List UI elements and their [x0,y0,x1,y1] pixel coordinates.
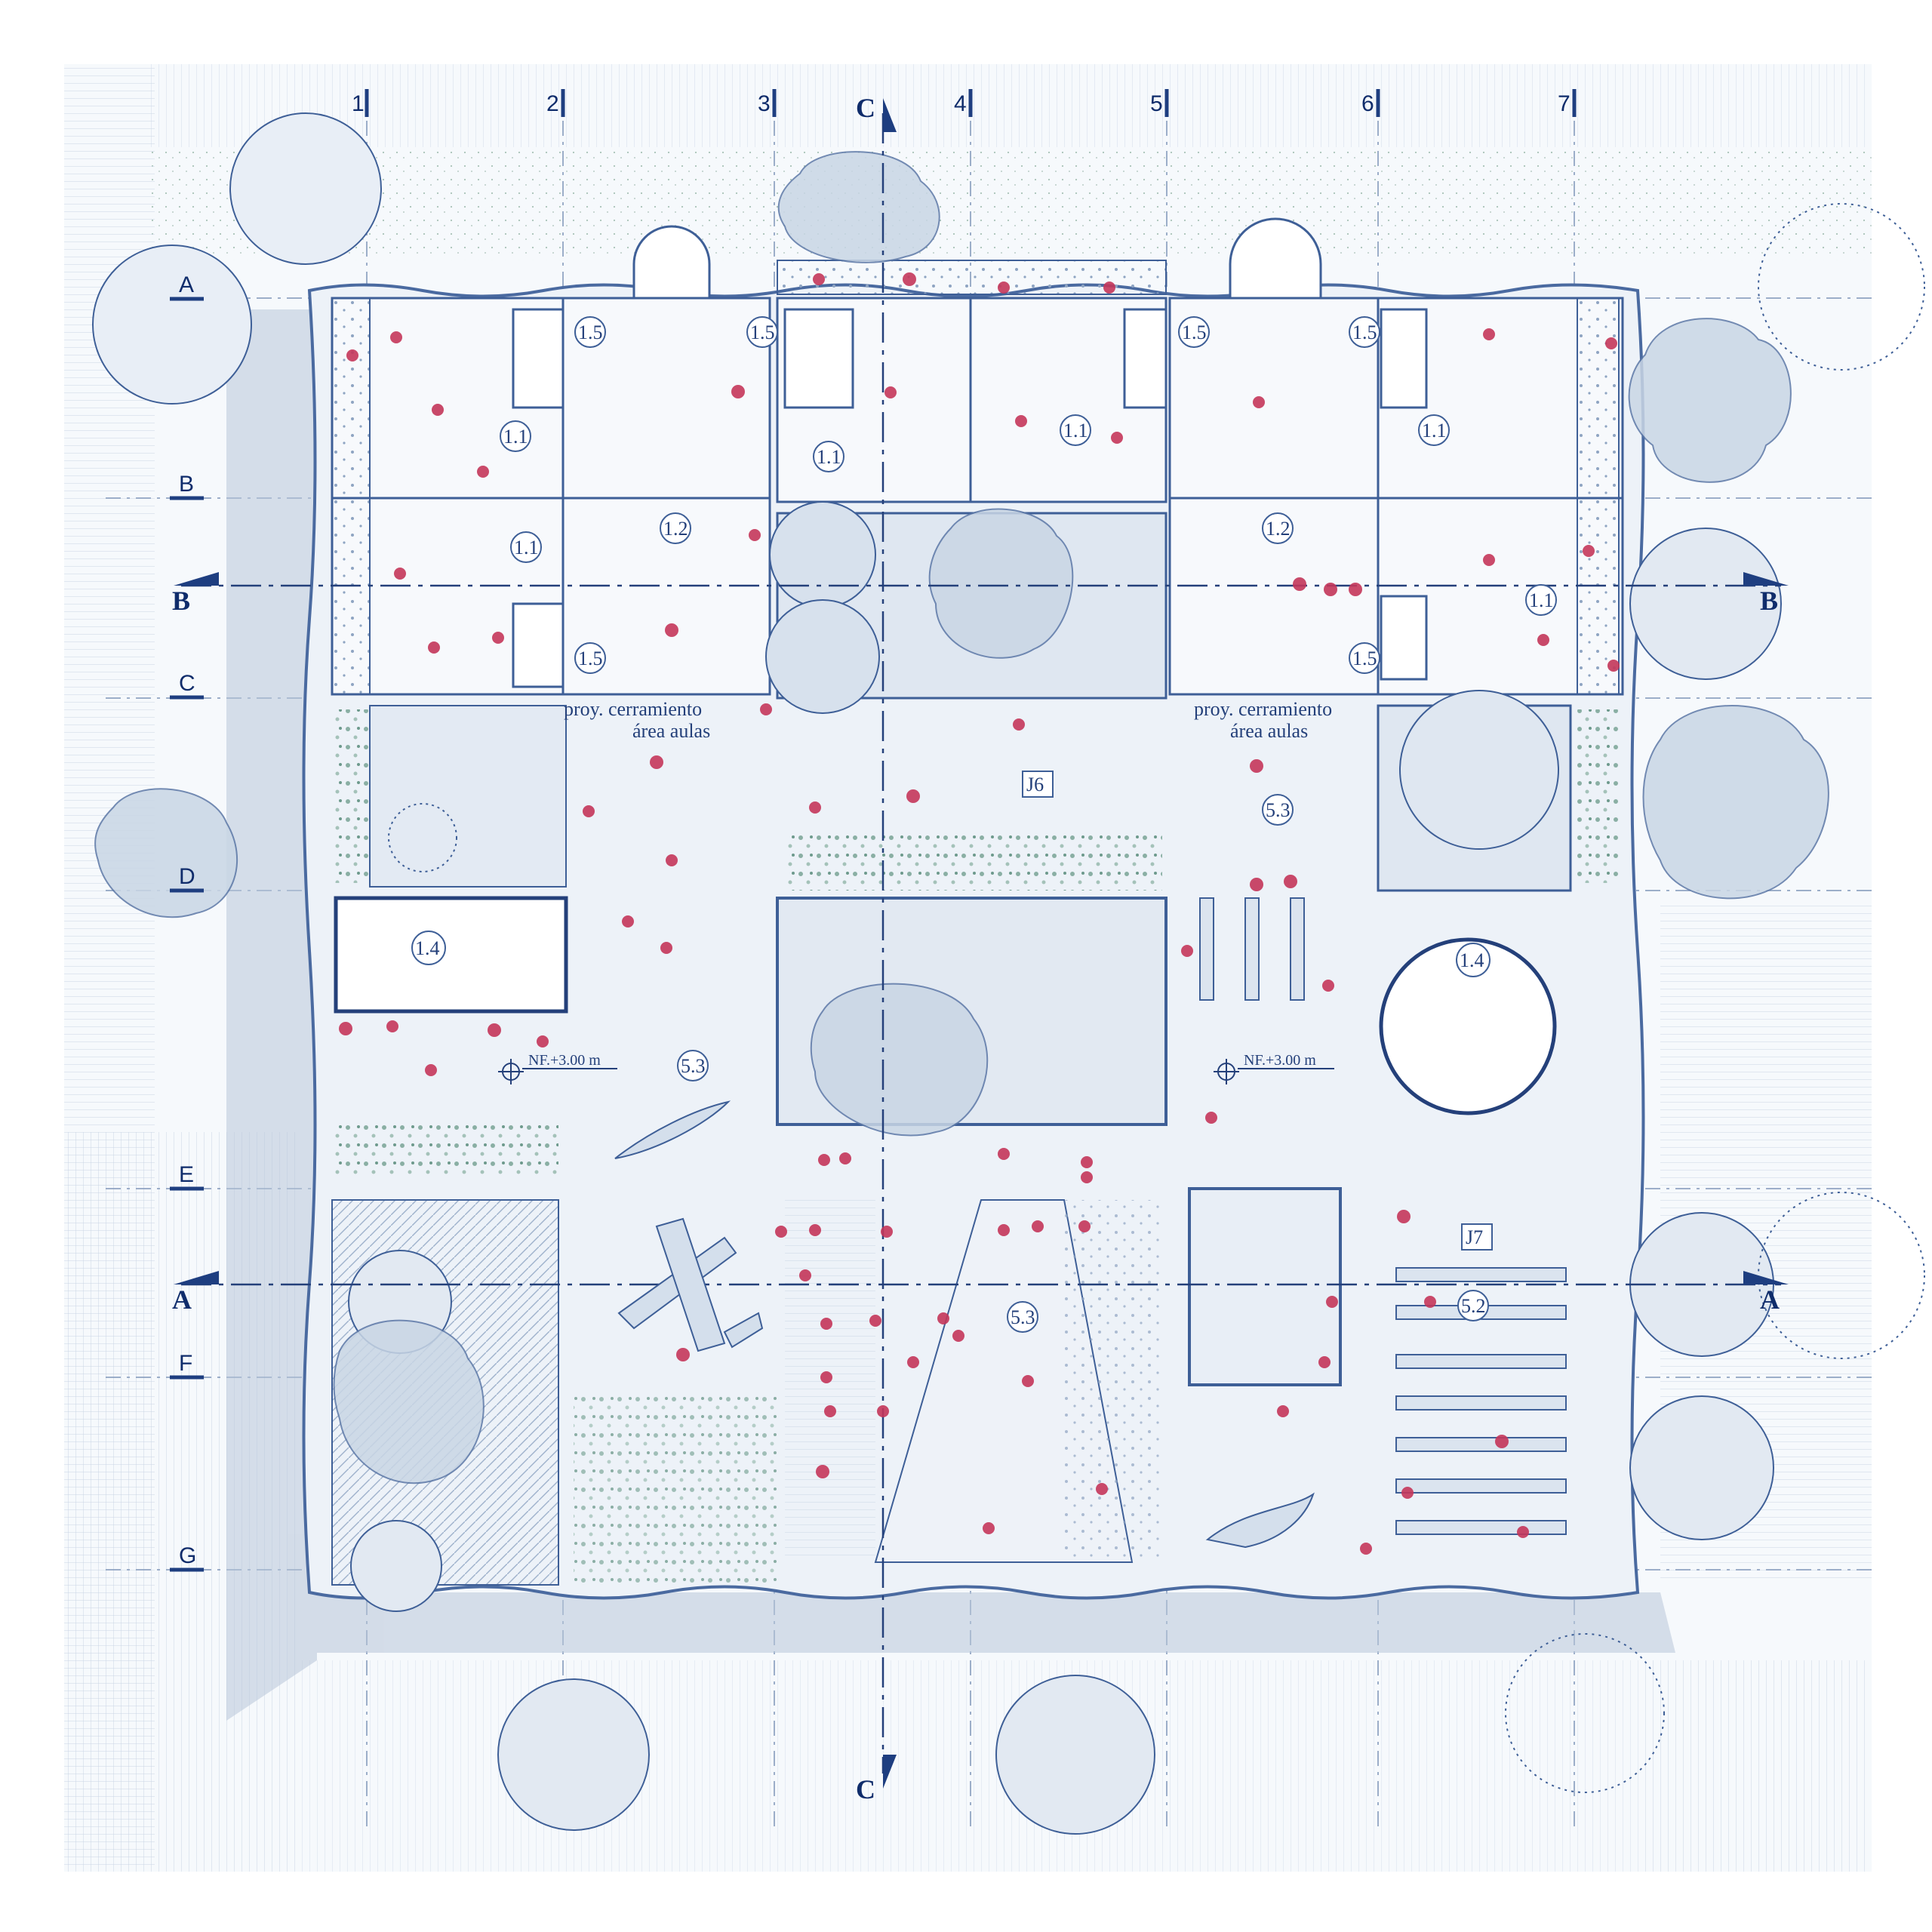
stair-east [1229,217,1322,300]
room-5-3-c: 5.3 [1266,799,1291,821]
room-1-4-box [334,896,568,1014]
room-1-5-a: 1.5 [578,321,603,343]
grid-row-g: G [179,1543,196,1568]
grid-row-b: B [179,472,194,497]
enclosure-note-east-2: área aulas [1230,720,1308,742]
room-1-1-c: 1.1 [1063,420,1088,441]
grid-col-6: 6 [1361,91,1374,116]
section-label-a-west: A [172,1284,192,1315]
grid-row-e: E [179,1162,194,1187]
room-5-3-b: 5.3 [1011,1306,1035,1328]
building [302,217,1645,1600]
grid-col-3: 3 [758,91,771,116]
room-1-1-f: 1.1 [1529,589,1554,611]
room-1-5-c: 1.5 [1182,321,1207,343]
grid-col-4: 4 [954,91,967,116]
grid-col-2: 2 [546,91,559,116]
grid-row-f: F [179,1351,192,1376]
row-ticks [170,297,204,1572]
section-label-c-north: C [856,93,875,123]
entry-canopy [777,260,1167,295]
room-1-1-a: 1.1 [503,426,528,448]
room-1-4-b: 1.4 [1460,949,1484,971]
room-1-2-a: 1.2 [663,518,688,540]
room-5-2: 5.2 [1461,1295,1486,1317]
room-1-4-circle [1379,937,1557,1115]
play-whale [1205,1492,1315,1549]
zone-j7: J7 [1466,1226,1483,1248]
room-1-5-b: 1.5 [750,321,775,343]
stair-west [632,225,711,300]
enclosure-note-west-2: área aulas [632,720,710,742]
room-1-1-e: 1.1 [514,537,539,558]
column-ticks [365,89,1577,117]
grid-col-7: 7 [1558,91,1571,116]
zone-j6: J6 [1026,774,1044,795]
room-1-1-b: 1.1 [817,446,841,468]
enclosure-note-east-1: proy. cerramiento [1194,698,1332,720]
room-1-5-d: 1.5 [1352,321,1377,343]
section-markers [174,98,1789,1789]
room-5-3-a: 5.3 [681,1055,706,1077]
room-tags [411,316,1557,1333]
room-1-5-e: 1.5 [578,648,603,669]
room-1-2-b: 1.2 [1266,518,1291,540]
level-markers [498,1059,1334,1084]
level-note-west: NF.+3.00 m [528,1052,601,1069]
room-1-1-d: 1.1 [1422,420,1447,441]
courtyard-nw [369,705,567,888]
south-court [1188,1187,1342,1386]
grid-row-c: C [179,671,195,696]
section-label-b-west: B [172,586,190,616]
grid-col-1: 1 [352,91,365,116]
section-lines [181,113,1781,1774]
enclosure-note-west-1: proy. cerramiento [564,698,702,720]
grid-row-a: A [179,272,194,297]
play-airplane [617,1217,764,1352]
room-1-5-f: 1.5 [1352,648,1377,669]
section-label-a-east: A [1760,1284,1780,1315]
play-boat [614,1100,731,1159]
people [339,272,1620,1555]
section-label-c-south: C [856,1774,875,1804]
room-1-4-a: 1.4 [415,937,440,959]
grid-col-5: 5 [1150,91,1163,116]
canopy-clouds [94,151,1829,1484]
section-label-b-east: B [1760,586,1778,616]
level-note-east: NF.+3.00 m [1244,1052,1316,1069]
grid-row-d: D [179,864,195,889]
